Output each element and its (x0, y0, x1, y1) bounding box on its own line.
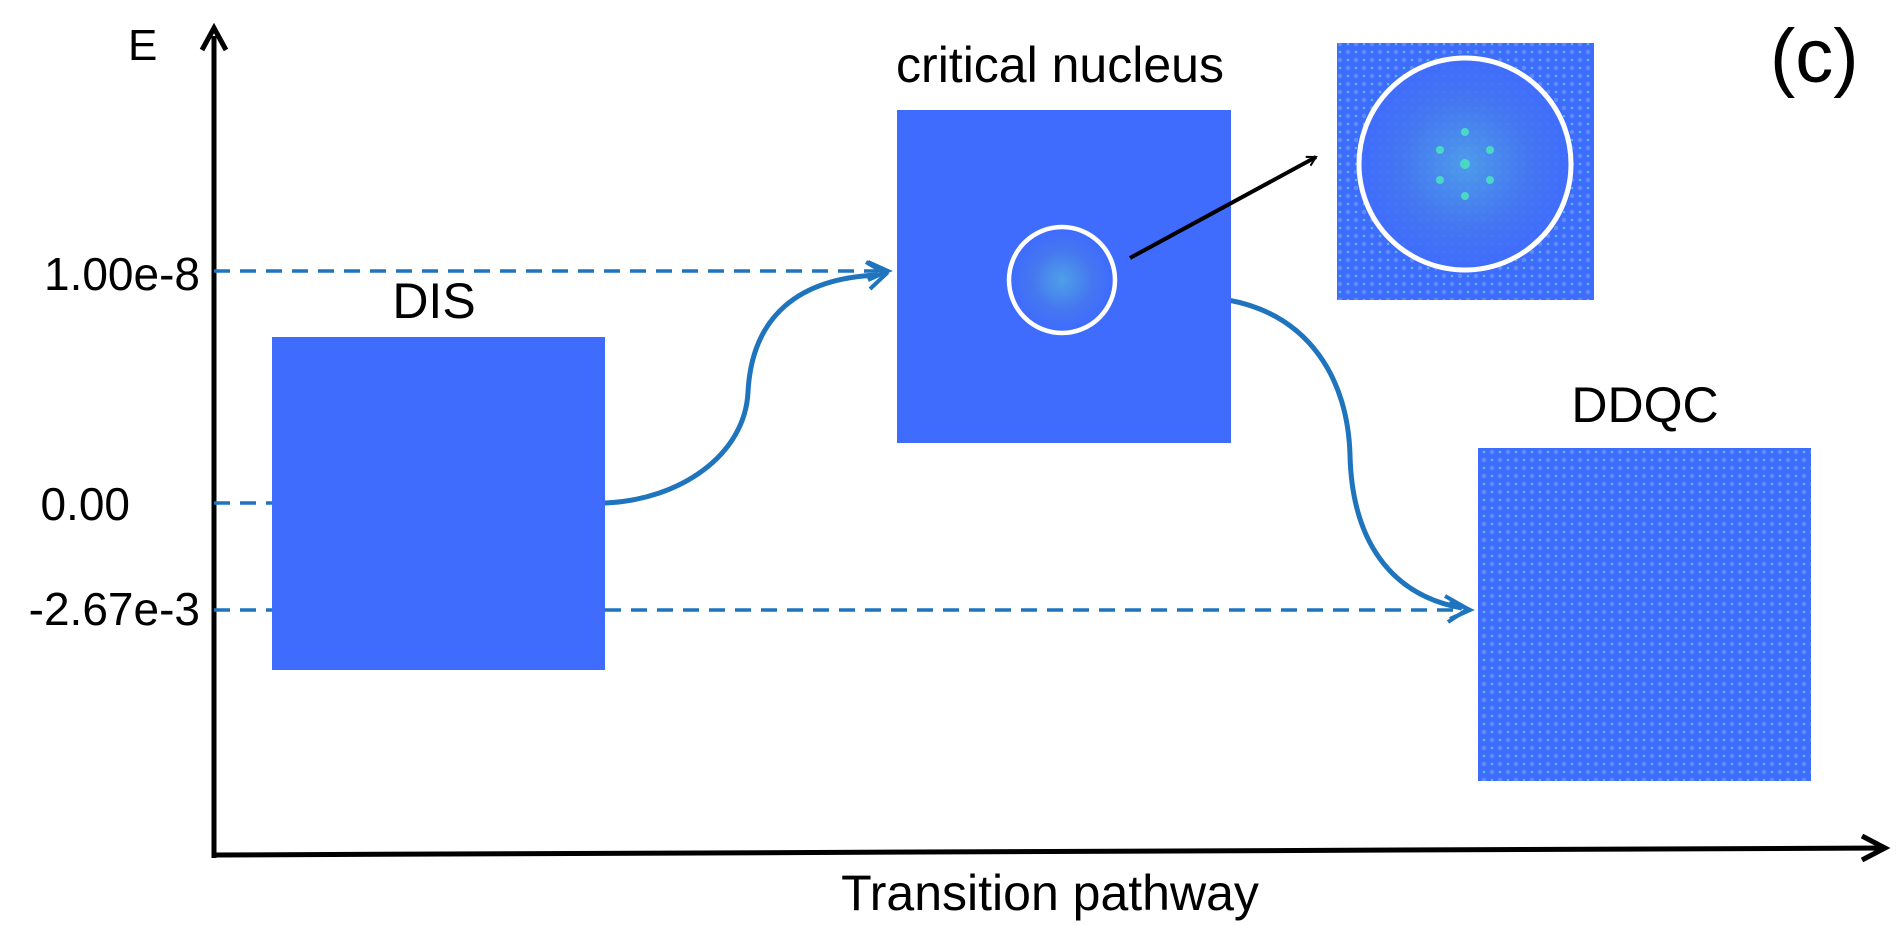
pathway-curve-to-nucleus (604, 272, 879, 506)
nucleus-core (1012, 230, 1112, 330)
nucleus-zoom-peak (1436, 146, 1444, 154)
nucleus-zoom-peak (1486, 146, 1494, 154)
dis-label: DIS (392, 273, 475, 329)
x-axis-arrowhead (1860, 833, 1891, 863)
x-axis-line (213, 845, 1886, 858)
dis-field-image (272, 337, 605, 670)
nucleus-zoom-ring (1356, 55, 1574, 273)
panel-label: (c) (1770, 14, 1859, 99)
pathway-curve-to-nucleus-arrowhead (864, 260, 890, 291)
nucleus-zoom-peak (1461, 128, 1469, 136)
y-axis-arrowhead (199, 22, 229, 52)
pathway-curve-to-ddqc (1227, 297, 1463, 611)
ddqc-label: DDQC (1571, 377, 1718, 433)
nucleus-zoom-peak (1461, 192, 1469, 200)
nucleus-zoom-peak (1486, 176, 1494, 184)
nucleus-highlight-ring (1006, 224, 1118, 336)
energy-label-zero: 0.00 (40, 478, 130, 530)
nucleus-zoom-peak (1436, 176, 1444, 184)
y-axis-label: E (128, 21, 157, 70)
ddqc-field-image (1478, 448, 1811, 781)
zoom-arrow (1129, 155, 1316, 260)
energy-label-bottom: -2.67e-3 (29, 583, 200, 635)
energy-label-top: 1.00e-8 (44, 248, 200, 300)
pathway-curve-to-ddqc-arrowhead (1444, 594, 1472, 624)
nucleus-zoom-peak (1460, 159, 1470, 169)
critical-nucleus-label: critical nucleus (896, 37, 1224, 93)
x-axis-label: Transition pathway (841, 865, 1259, 921)
